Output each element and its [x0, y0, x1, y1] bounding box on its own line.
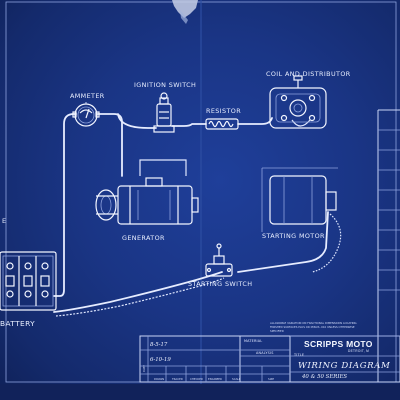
battery-label: BATTERY	[0, 319, 35, 328]
column-label-engineer: ENGINEER	[208, 377, 222, 381]
starting-motor-icon	[261, 167, 338, 232]
date-entry-2: 6-10-19	[150, 357, 171, 363]
drawing-title: WIRING DIAGRAM	[298, 361, 390, 371]
title-block-right-rules	[290, 335, 400, 373]
wire-coil-hightension	[291, 119, 311, 127]
wire-resistor-to-coil	[237, 117, 273, 125]
starting-motor-label: STARTING MOTOR	[262, 232, 325, 240]
drawing-subtitle: 40 & 50 SERIES	[301, 374, 347, 380]
resistor-icon	[205, 118, 239, 130]
generator-icon	[95, 177, 199, 225]
title-label: TITLE	[293, 353, 304, 357]
wire-harness-dashed	[55, 277, 225, 317]
tolerance-note-line-1: ALLOWABLE VARIATION ON FRACTIONAL DIMENS…	[270, 321, 357, 325]
ammeter-label: AMMETER	[70, 92, 105, 100]
ammeter-icon	[72, 103, 100, 127]
tolerance-note-line-3: SPECIFIED	[270, 329, 284, 333]
column-label-size: SIZE	[268, 377, 274, 381]
left-cut-label: E	[2, 217, 6, 225]
column-label-drawn: DRAWN	[154, 377, 164, 381]
wire-generator-loop	[139, 159, 187, 176]
analysis-label: ANALYSIS	[256, 351, 274, 355]
wire-ammeter-to-ignition	[97, 113, 123, 177]
column-label-checked: CHECKED	[190, 377, 203, 381]
bottom-margin	[0, 384, 400, 400]
wire-ignition-to-resistor	[171, 123, 207, 127]
coil-and-distributor-label: COIL AND DISTRIBUTOR	[266, 70, 351, 78]
tolerance-note-line-2: FINISHED SURFACES PLUS OR MINUS .010 UNL…	[270, 325, 355, 329]
column-label-scale: SCALE	[232, 377, 241, 381]
starting-switch-label: STARTING SWITCH	[188, 280, 252, 288]
column-label-traced: TRACED	[171, 377, 183, 381]
battery-icon	[0, 251, 57, 311]
paper-tear	[172, 0, 198, 18]
resistor-label: RESISTOR	[206, 107, 241, 115]
wire-battery-to-ammeter	[53, 113, 77, 297]
ignition-switch-label: IGNITION SWITCH	[134, 81, 196, 89]
company-name: SCRIPPS MOTO	[304, 339, 373, 349]
material-label: MATERIAL	[244, 339, 262, 343]
right-column-ticks	[378, 129, 400, 291]
paper-stain	[180, 10, 188, 24]
wire-ignition-feed	[117, 113, 157, 129]
coil-and-distributor-icon	[269, 75, 327, 129]
date-entry-1: 8-5-17	[150, 342, 168, 348]
wire-harness-lower	[53, 271, 223, 313]
title-block	[139, 335, 400, 383]
date-label: DATE	[142, 365, 146, 372]
generator-label: GENERATOR	[122, 234, 165, 242]
starting-switch-icon	[205, 243, 233, 277]
wire-motor-loop	[311, 213, 342, 273]
company-location: DETROIT, M	[348, 349, 369, 353]
wire-switch-to-motor	[237, 211, 329, 273]
ignition-switch-icon	[153, 92, 175, 133]
